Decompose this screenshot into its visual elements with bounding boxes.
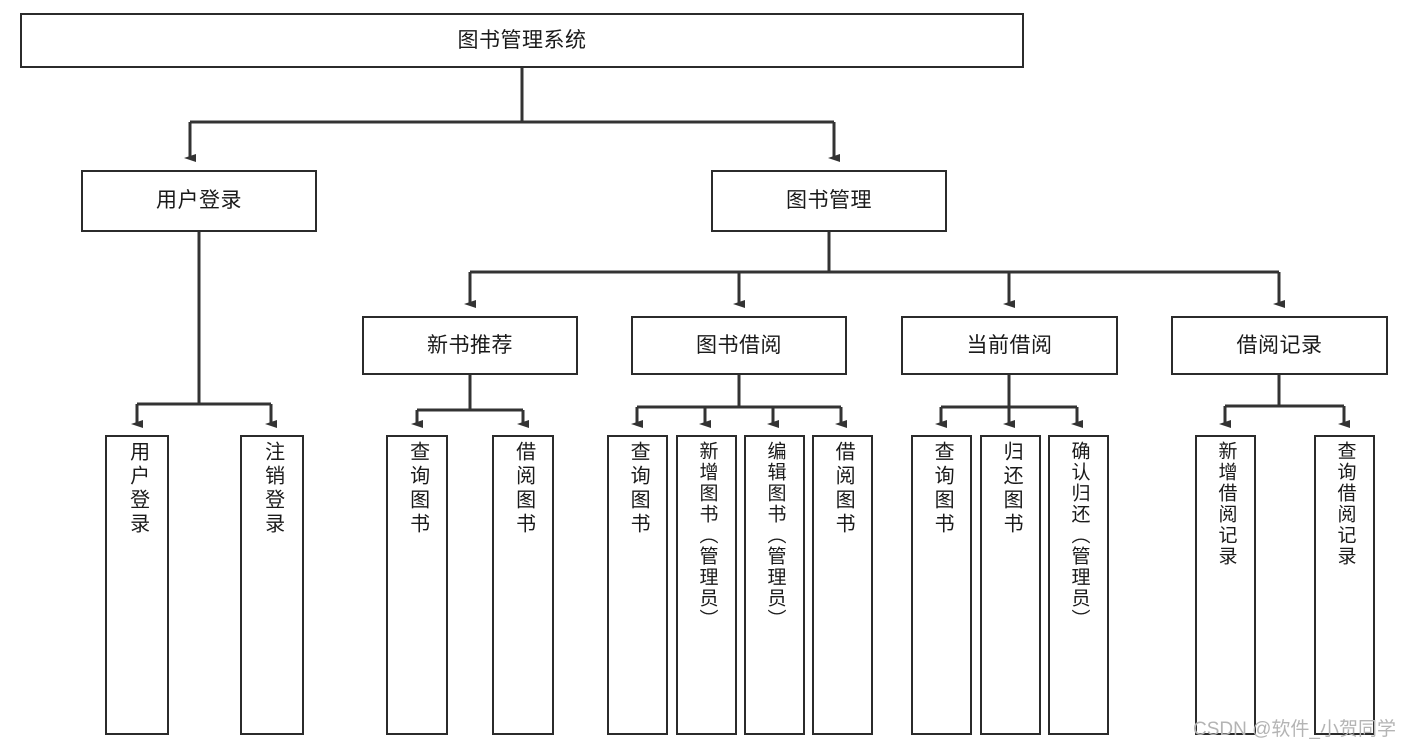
node-leaf-add-book[interactable]: 新增图书（管理员） [676, 435, 737, 735]
node-leaf-query-book-3[interactable]: 查询图书 [911, 435, 972, 735]
node-user-login-label: 用户登录 [156, 189, 242, 213]
node-leaf-edit-book-label: 编辑图书（管理员） [764, 441, 786, 630]
node-leaf-borrow-book-1-label: 借阅图书 [512, 441, 535, 537]
node-new-book-recommend[interactable]: 新书推荐 [362, 316, 578, 375]
node-book-manage-label: 图书管理 [786, 189, 872, 213]
node-leaf-query-book-3-label: 查询图书 [931, 441, 954, 537]
node-leaf-query-book-2-label: 查询图书 [627, 441, 650, 537]
node-leaf-query-book-1-label: 查询图书 [406, 441, 429, 537]
node-leaf-borrow-book-2[interactable]: 借阅图书 [812, 435, 873, 735]
node-leaf-return-book[interactable]: 归还图书 [980, 435, 1041, 735]
node-borrow-record[interactable]: 借阅记录 [1171, 316, 1388, 375]
node-borrow-record-label: 借阅记录 [1236, 333, 1323, 357]
node-leaf-add-record-label: 新增借阅记录 [1215, 441, 1237, 567]
node-new-book-recommend-label: 新书推荐 [427, 333, 513, 357]
node-leaf-query-book-1[interactable]: 查询图书 [386, 435, 448, 735]
node-leaf-confirm-return[interactable]: 确认归还（管理员） [1048, 435, 1109, 735]
node-leaf-return-book-label: 归还图书 [1000, 441, 1023, 537]
node-leaf-add-book-label: 新增图书（管理员） [696, 441, 718, 630]
node-book-borrow[interactable]: 图书借阅 [631, 316, 847, 375]
node-book-manage[interactable]: 图书管理 [711, 170, 947, 232]
node-leaf-query-record-label: 查询借阅记录 [1334, 441, 1356, 567]
node-leaf-query-record[interactable]: 查询借阅记录 [1314, 435, 1375, 735]
node-current-borrow-label: 当前借阅 [966, 333, 1053, 357]
node-leaf-confirm-return-label: 确认归还（管理员） [1068, 441, 1090, 630]
node-leaf-user-logout-label: 注销登录 [261, 441, 284, 537]
node-leaf-add-record[interactable]: 新增借阅记录 [1195, 435, 1256, 735]
node-leaf-user-login[interactable]: 用户登录 [105, 435, 169, 735]
node-root[interactable]: 图书管理系统 [20, 13, 1024, 68]
node-user-login[interactable]: 用户登录 [81, 170, 317, 232]
node-leaf-borrow-book-1[interactable]: 借阅图书 [492, 435, 554, 735]
node-leaf-user-logout[interactable]: 注销登录 [240, 435, 304, 735]
node-leaf-user-login-label: 用户登录 [126, 441, 149, 537]
node-leaf-query-book-2[interactable]: 查询图书 [607, 435, 668, 735]
node-leaf-edit-book[interactable]: 编辑图书（管理员） [744, 435, 805, 735]
node-book-borrow-label: 图书借阅 [696, 333, 782, 357]
watermark: CSDN @软件_小贺同学 [1193, 719, 1396, 740]
node-current-borrow[interactable]: 当前借阅 [901, 316, 1118, 375]
node-leaf-borrow-book-2-label: 借阅图书 [832, 441, 855, 537]
node-root-label: 图书管理系统 [457, 28, 587, 52]
